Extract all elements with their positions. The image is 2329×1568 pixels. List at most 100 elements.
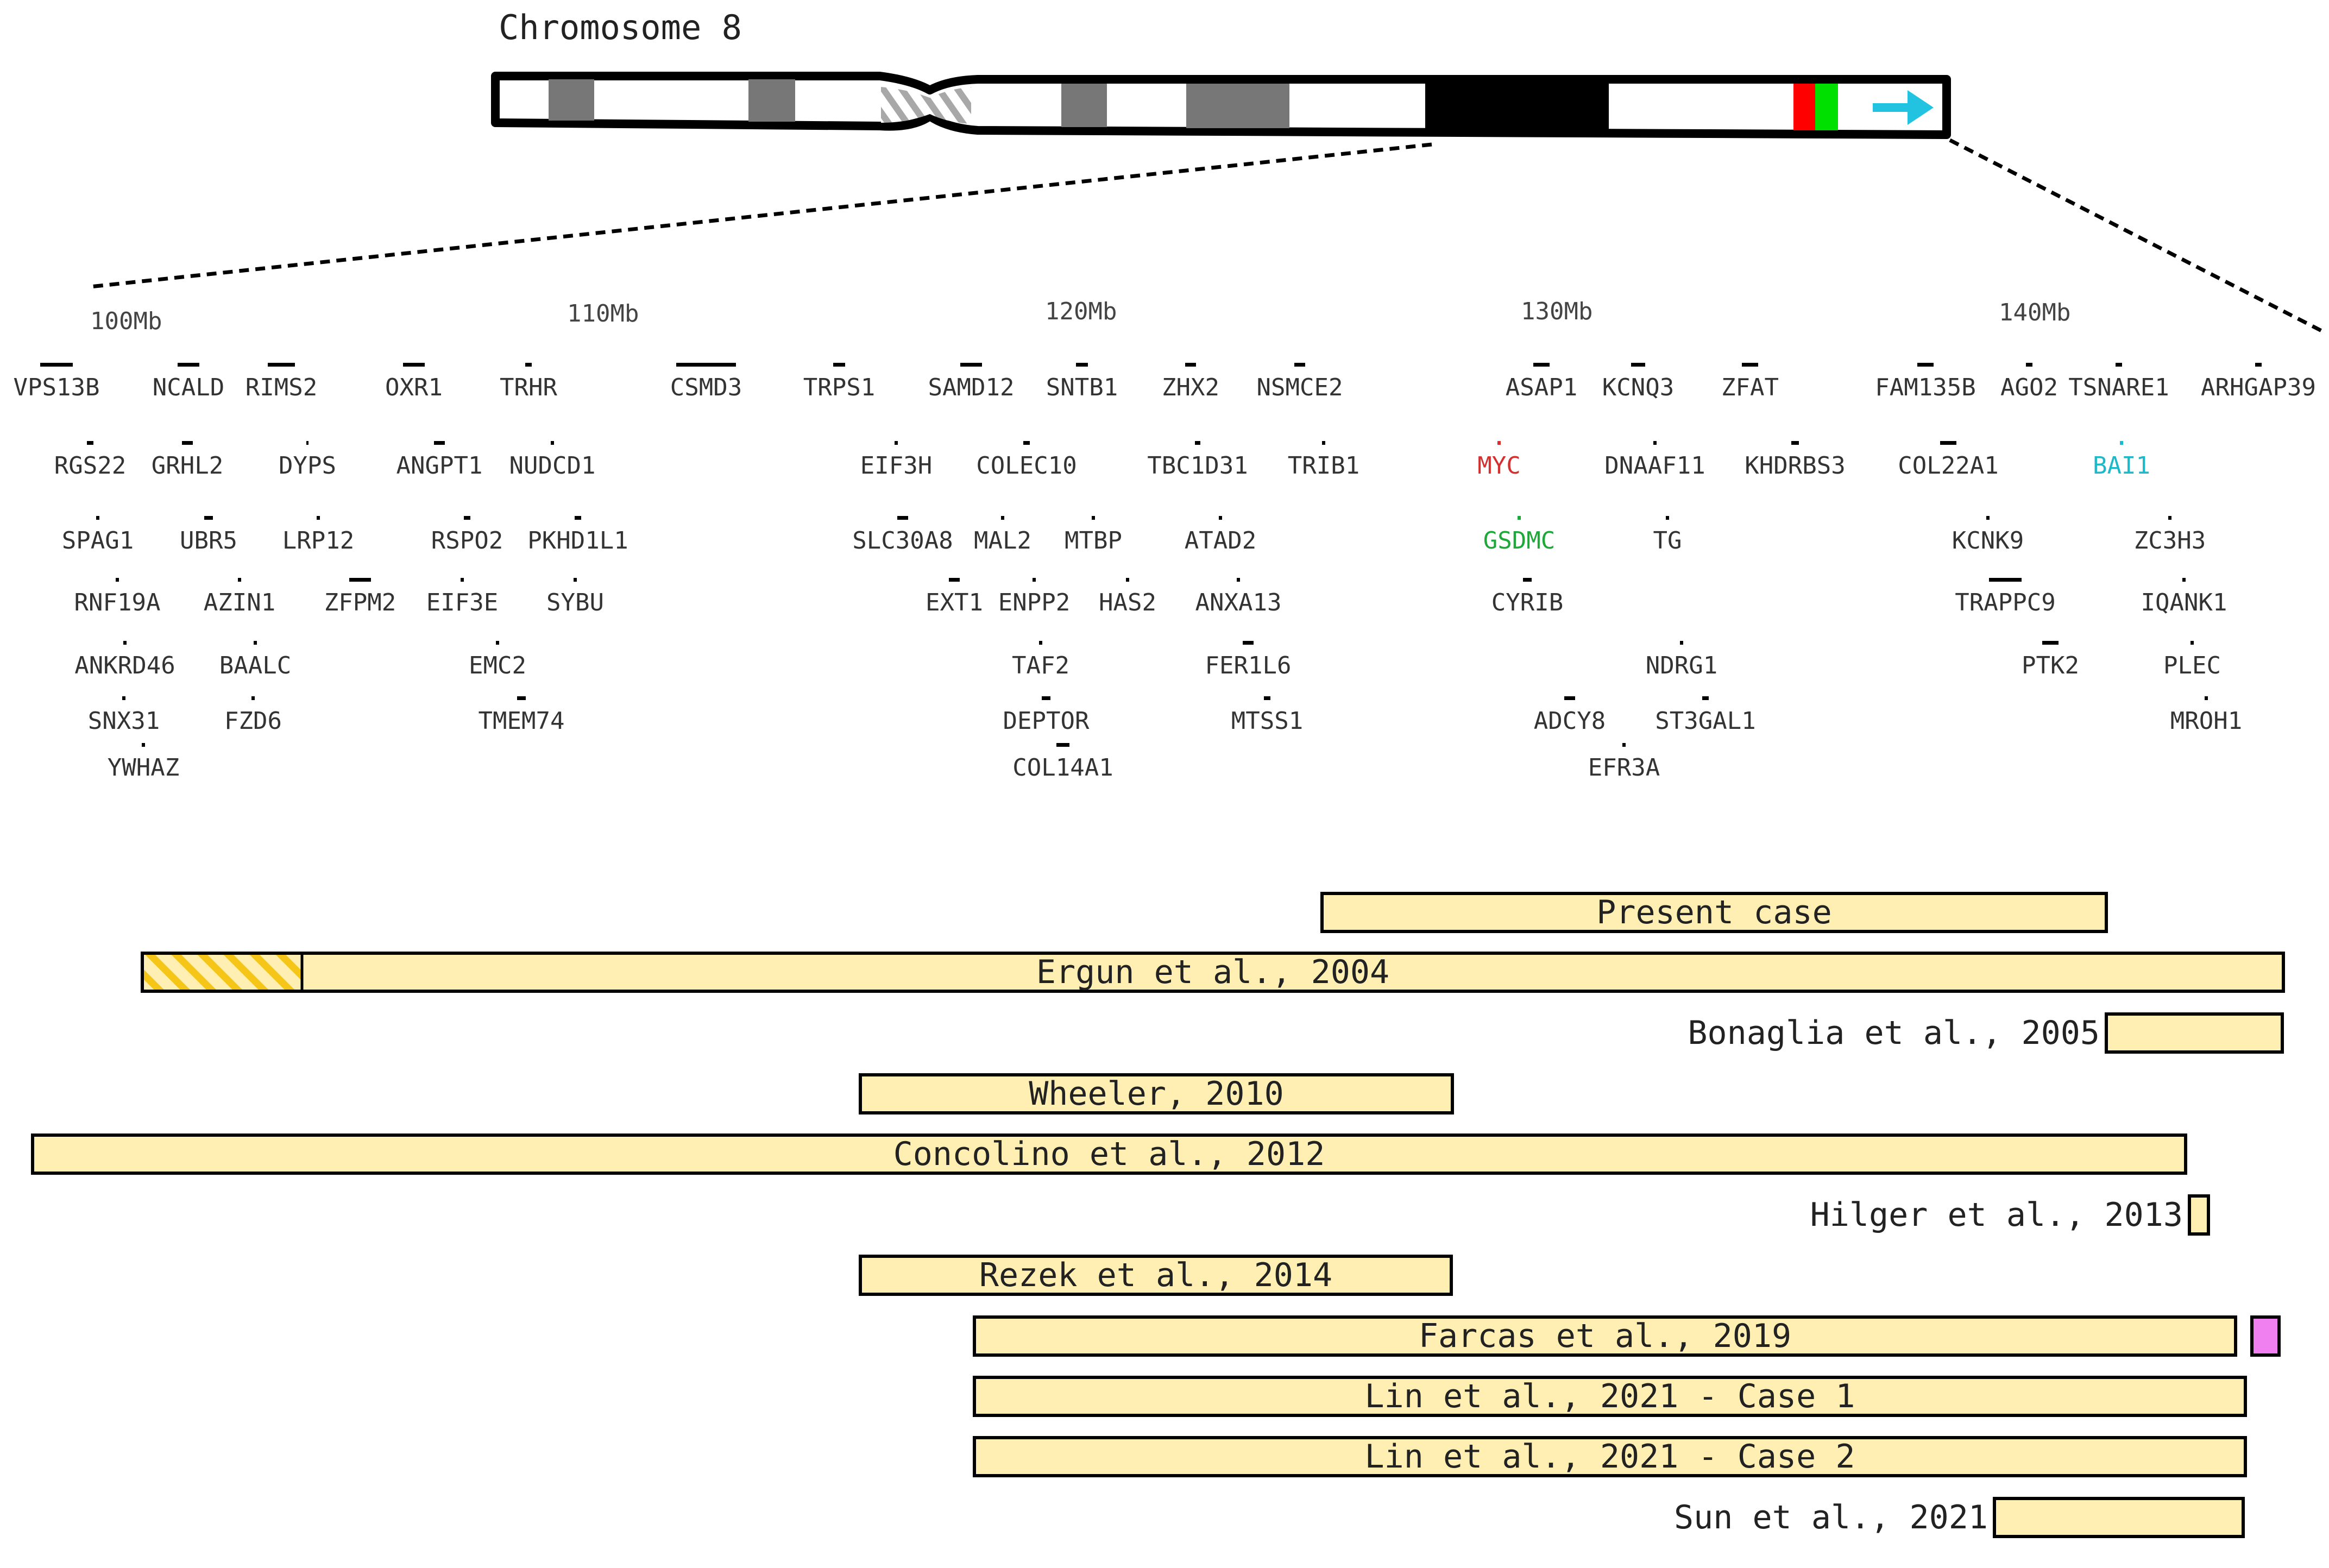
gene-marker	[1237, 578, 1240, 582]
gene-marker	[1680, 641, 1683, 645]
gene-marker	[2042, 641, 2059, 645]
gene-marker	[1185, 363, 1196, 367]
gene-marker	[1986, 516, 1990, 520]
gene-label: NDRG1	[1646, 652, 1717, 679]
gene-marker	[1917, 363, 1934, 367]
zoom-line-left	[90, 142, 1432, 289]
study-bar	[973, 1436, 2247, 1477]
gene-label: TRIB1	[1288, 452, 1359, 480]
gene-marker	[676, 363, 736, 367]
gene-label: NUDCD1	[509, 452, 596, 480]
scale-label: 140Mb	[1999, 299, 2070, 326]
gene-marker	[897, 516, 908, 520]
study-bar	[31, 1134, 2187, 1175]
gene-label: MYC	[1477, 452, 1520, 480]
zoom-line-right	[1949, 138, 2326, 335]
gene-label: TRHR	[500, 374, 557, 401]
gene-label: MROH1	[2170, 707, 2242, 735]
gene-marker	[1666, 516, 1669, 520]
chromosome-title: Chromosome 8	[499, 8, 742, 47]
gene-label: VPS13B	[14, 374, 100, 401]
gene-label: MAL2	[974, 527, 1031, 555]
gene-marker	[1001, 516, 1004, 520]
study-label: Farcas et al., 2019	[1419, 1317, 1791, 1355]
gene-marker	[40, 363, 73, 367]
band-p2	[748, 79, 795, 122]
band-green	[1815, 84, 1838, 130]
gene-marker	[551, 441, 554, 445]
study-bar	[859, 1073, 1454, 1114]
scale-label: 100Mb	[90, 307, 162, 335]
gene-marker	[1791, 441, 1799, 445]
gene-marker	[2168, 516, 2171, 520]
gene-label: EFR3A	[1588, 754, 1660, 782]
gene-marker	[87, 441, 93, 445]
scale-label: 120Mb	[1045, 298, 1117, 325]
gene-marker	[238, 578, 241, 582]
gene-marker	[434, 441, 445, 445]
gene-marker	[317, 516, 320, 520]
band-q2	[1186, 84, 1289, 128]
gene-label: SNX31	[88, 707, 160, 735]
gene-marker	[123, 641, 127, 645]
gene-marker	[895, 441, 898, 445]
gene-label: CSMD3	[670, 374, 742, 401]
gene-marker	[1622, 743, 1626, 747]
gene-label: TRPS1	[803, 374, 875, 401]
study-label: Sun et al., 2021	[1674, 1498, 1988, 1536]
gene-marker	[116, 578, 119, 582]
gene-label: TRAPPC9	[1955, 589, 2055, 616]
gene-label: RSPO2	[431, 527, 503, 555]
study-bar-hatch	[144, 955, 302, 990]
study-bar	[973, 1315, 2237, 1357]
gene-label: ST3GAL1	[1655, 707, 1755, 735]
gene-label: EIF3E	[426, 589, 498, 616]
gene-label: ZC3H3	[2134, 527, 2206, 555]
gene-label: IQANK1	[2141, 589, 2227, 616]
study-bar	[2188, 1194, 2210, 1236]
gene-marker	[574, 578, 577, 582]
gene-label: TG	[1653, 527, 1682, 555]
gene-marker	[122, 696, 125, 700]
gene-marker	[2205, 696, 2208, 700]
gene-marker	[1989, 578, 2022, 582]
gene-marker	[1076, 363, 1088, 367]
gene-label: PTK2	[2022, 652, 2079, 679]
gene-marker	[1294, 363, 1305, 367]
gene-marker	[2190, 641, 2194, 645]
study-label: Hilger et al., 2013	[1810, 1196, 2183, 1234]
gene-marker	[1523, 578, 1532, 582]
gene-marker	[268, 363, 295, 367]
gene-marker	[496, 641, 499, 645]
gene-label: FER1L6	[1205, 652, 1292, 679]
gene-label: MTSS1	[1231, 707, 1303, 735]
gene-label: NCALD	[153, 374, 224, 401]
study-label: Rezek et al., 2014	[979, 1256, 1332, 1294]
gene-label: PKHD1L1	[527, 527, 628, 555]
gene-label: ATAD2	[1185, 527, 1256, 555]
gene-marker	[949, 578, 960, 582]
band-centromere-hatch	[881, 87, 971, 124]
study-label: Lin et al., 2021 - Case 2	[1364, 1438, 1855, 1476]
gene-marker	[1322, 441, 1325, 445]
gene-marker	[1653, 441, 1657, 445]
gene-marker	[1023, 441, 1030, 445]
gene-marker	[2120, 441, 2123, 445]
gene-label: EXT1	[926, 589, 983, 616]
gene-marker	[1742, 363, 1758, 367]
gene-label: ZHX2	[1162, 374, 1219, 401]
direction-arrow-icon	[1873, 90, 1934, 125]
gene-marker	[349, 578, 371, 582]
gene-label: RNF19A	[74, 589, 161, 616]
gene-label: GRHL2	[152, 452, 223, 480]
gene-label: HAS2	[1099, 589, 1156, 616]
band-red	[1793, 84, 1815, 130]
gene-marker	[1126, 578, 1129, 582]
gene-label: LRP12	[282, 527, 354, 555]
study-label: Lin et al., 2021 - Case 1	[1364, 1377, 1855, 1415]
gene-marker	[1092, 516, 1095, 520]
gene-marker	[1219, 516, 1222, 520]
gene-label: TAF2	[1012, 652, 1069, 679]
